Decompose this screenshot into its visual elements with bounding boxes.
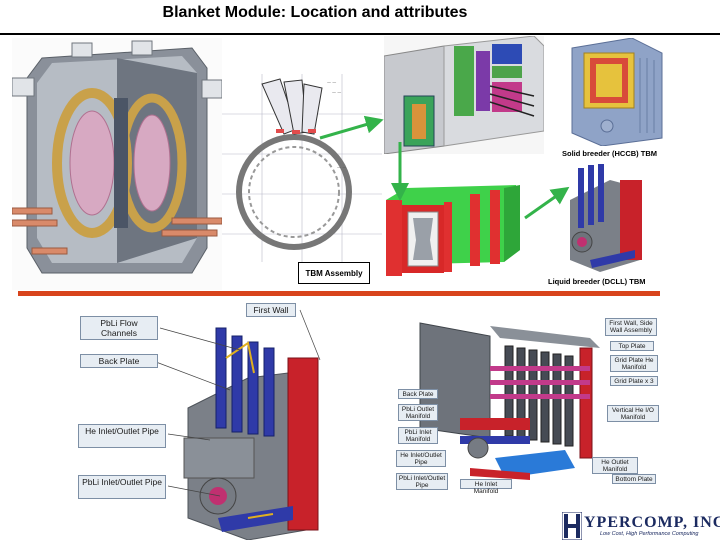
logo-name: YPERCOMP, INC.: [584, 514, 720, 531]
label-he-outlet-manifold: He Outlet Manifold: [592, 457, 638, 474]
label-he-io-pipe-right: He Inlet/Outlet Pipe: [396, 450, 446, 467]
flow-arrows: [319, 115, 570, 220]
dcll-exploded-view-image: [400, 318, 605, 498]
label-top-plate: Top Plate: [610, 341, 654, 351]
title-divider: [0, 33, 720, 35]
section-divider: [18, 291, 660, 296]
arrow-to-dcll: [524, 186, 570, 220]
label-back-plate-right: Back Plate: [398, 389, 438, 399]
label-pbli-inlet-outlet-pipe: PbLi Inlet/Outlet Pipe: [78, 475, 166, 499]
label-first-wall: First Wall: [246, 303, 296, 317]
page-title: Blanket Module: Location and attributes: [162, 4, 468, 21]
hccb-tbm-image: [562, 38, 666, 146]
dcll-tbm-image: [560, 160, 656, 274]
label-pbli-inlet-manifold: PbLi Inlet Manifold: [398, 427, 438, 444]
label-grid-plate-he-manifold: Grid Plate He Manifold: [610, 355, 658, 372]
tbm-port-3d-image: [384, 36, 544, 154]
tokamak-cutaway-image: [12, 38, 222, 290]
label-he-inlet-manifold: He Inlet Manifold: [460, 479, 512, 495]
tbm-assembly-image: [386, 180, 522, 278]
dcll-caption: Liquid breeder (DCLL) TBM: [548, 277, 646, 286]
hypercomp-logo-mark: [562, 512, 582, 540]
hypercomp-logo: YPERCOMP, INC. Low Cost, High Performanc…: [562, 512, 720, 540]
logo-tagline: Low Cost, High Performance Computing: [600, 531, 699, 537]
tbm-assembly-caption: TBM Assembly: [298, 262, 370, 284]
arrow-to-port: [319, 115, 384, 140]
left-leader-lines: [155, 309, 321, 497]
label-grid-plate-x3: Grid Plate x 3: [610, 376, 658, 386]
label-pbli-flow-channels: PbLi Flow Channels: [80, 316, 158, 340]
dcll-cutaway-image: [148, 318, 333, 540]
svg-text:— —: — —: [327, 80, 336, 85]
label-pbli-outlet-manifold: PbLi Outlet Manifold: [398, 404, 438, 421]
hccb-caption: Solid breeder (HCCB) TBM: [562, 149, 658, 158]
label-he-inlet-outlet-pipe: He Inlet/Outlet Pipe: [78, 424, 166, 448]
svg-text:— —: — —: [332, 90, 341, 95]
label-back-plate: Back Plate: [80, 354, 158, 368]
svg-text:— —: — —: [337, 165, 346, 170]
label-vertical-he-manifold: Vertical He I/O Manifold: [607, 405, 659, 422]
label-first-wall-side-wall: First Wall, Side Wall Assembly: [605, 318, 657, 336]
label-bottom-plate: Bottom Plate: [612, 474, 656, 484]
tokamak-cross-section-drawing: — — — — — —: [222, 74, 382, 262]
label-pbli-io-pipe-right: PbLi Inlet/Outlet Pipe: [396, 473, 448, 490]
